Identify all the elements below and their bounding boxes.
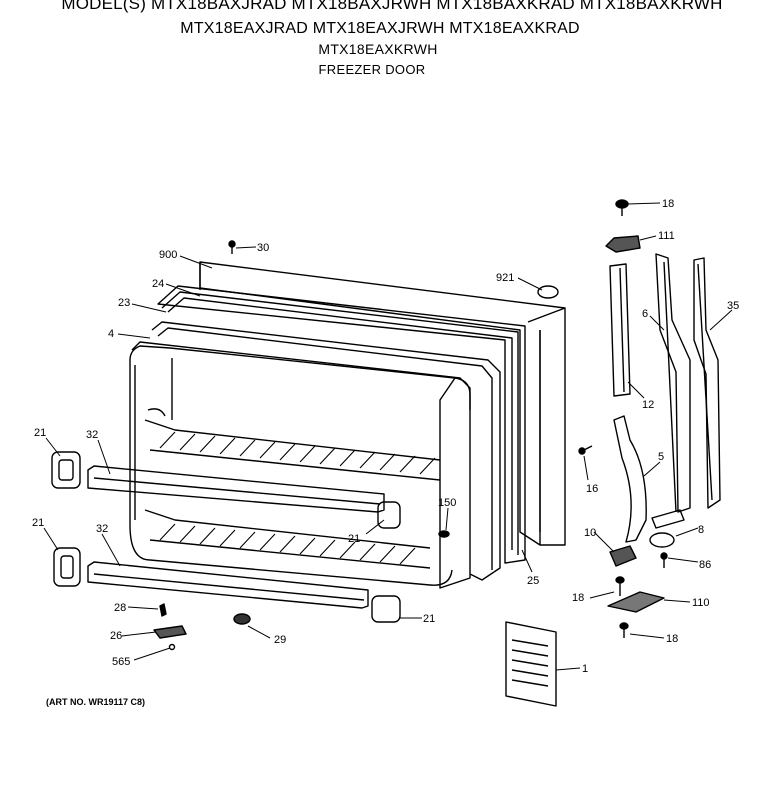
bottom-hinge-110	[607, 591, 665, 613]
callout-21-lower-left: 21	[32, 517, 44, 529]
models-line-1: MODEL(S) MTX18BAXJRAD MTX18BAXJRWH MTX18…	[61, 0, 723, 13]
callout-18-bottom: 18	[666, 633, 678, 645]
callout-21-upper-right: 21	[348, 533, 360, 545]
callout-16: 16	[586, 483, 598, 495]
callout-28: 28	[114, 602, 126, 614]
handle-trim	[693, 257, 721, 509]
callout-110: 110	[692, 597, 710, 609]
callout-25: 25	[527, 575, 539, 587]
models-line-2: MTX18EAXJRAD MTX18EAXJRWH MTX18EAXKRAD	[180, 20, 580, 37]
callout-8: 8	[698, 524, 704, 536]
door-gasket	[157, 285, 526, 564]
leader-lines	[43, 202, 733, 671]
callout-5: 5	[658, 451, 664, 463]
callout-29: 29	[274, 634, 286, 646]
callout-10: 10	[584, 527, 596, 539]
screw-30	[228, 240, 236, 254]
callout-6: 6	[642, 308, 648, 320]
lower-shelf-ribs	[159, 523, 416, 565]
models-line-3: MTX18EAXKRWH	[318, 41, 438, 57]
callout-labels: 18 111 30 900 921 24 23 6 35 4 12 21 32 …	[32, 198, 739, 675]
shelf-end-cap-upper-left	[51, 451, 81, 489]
shelf-end-cap-lower-left	[53, 547, 81, 587]
screw-16	[578, 445, 593, 455]
callout-30: 30	[257, 242, 269, 254]
callout-111: 111	[658, 230, 675, 242]
callout-32-upper: 32	[86, 429, 98, 441]
hinge-screw-middle	[615, 576, 625, 596]
part-26	[153, 625, 187, 639]
section-title: FREEZER DOOR	[318, 62, 426, 77]
hinge-screw-top	[615, 199, 629, 216]
callout-86: 86	[699, 559, 711, 571]
instruction-booklet	[505, 621, 557, 707]
hinge-screw-bottom	[619, 622, 629, 638]
lower-door-shelf-bar	[87, 561, 369, 609]
lower-hinge-bracket	[609, 545, 637, 567]
screw-86	[660, 552, 668, 568]
hinge-bushing	[649, 509, 685, 548]
shelf-end-cap-upper-right	[377, 501, 401, 529]
callout-12: 12	[642, 399, 654, 411]
part-565	[168, 643, 176, 651]
callout-900: 900	[159, 249, 177, 261]
inner-liner-shell	[129, 345, 471, 586]
callout-23: 23	[118, 297, 130, 309]
callout-565: 565	[112, 656, 130, 668]
shelf-end-cap-lower-right	[371, 595, 401, 623]
callout-4: 4	[108, 328, 114, 340]
callout-18-top: 18	[662, 198, 674, 210]
door-cam-arm	[613, 415, 647, 543]
callout-21-lower-right: 21	[423, 613, 435, 625]
part-28	[159, 603, 167, 617]
upper-shelf-ribs	[159, 431, 436, 475]
callout-21-upper-left: 21	[34, 427, 46, 439]
callout-32-lower: 32	[96, 523, 108, 535]
callout-1: 1	[582, 663, 588, 675]
callout-24: 24	[152, 278, 164, 290]
door-stop-bar	[609, 263, 631, 397]
callout-26: 26	[110, 630, 122, 642]
plug-150	[438, 530, 450, 538]
door-liner	[131, 321, 501, 589]
callout-18-middle: 18	[572, 592, 584, 604]
callout-35: 35	[727, 300, 739, 312]
plug-921	[537, 285, 559, 299]
door-handle	[655, 253, 691, 513]
part-29	[233, 613, 251, 625]
art-number: (ART NO. WR19117 C8)	[46, 697, 146, 707]
hinge-bracket-top	[605, 235, 641, 253]
upper-door-shelf-bar	[87, 465, 385, 513]
callout-150: 150	[438, 497, 456, 509]
callout-921: 921	[496, 272, 514, 284]
